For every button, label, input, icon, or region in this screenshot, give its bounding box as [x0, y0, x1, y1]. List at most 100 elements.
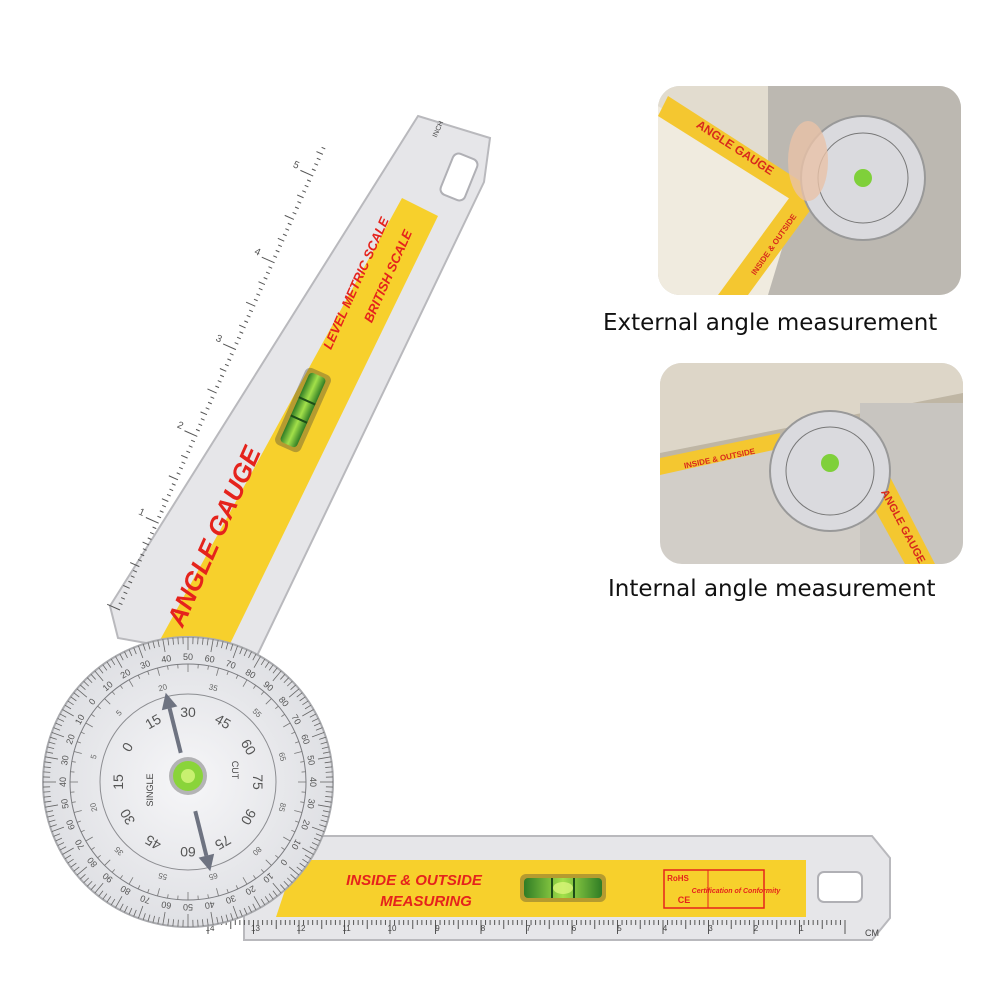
dial-outer-label: 20 — [244, 883, 258, 897]
dial-tick — [206, 638, 209, 646]
dial-tick — [317, 804, 331, 808]
inch-tick — [191, 439, 196, 443]
dial-tick — [294, 741, 300, 744]
dial-tick — [220, 915, 224, 923]
dial-tick — [248, 905, 252, 913]
dial-tick — [167, 918, 170, 926]
dial-tick — [64, 704, 72, 710]
dial-tick — [283, 722, 291, 728]
dial-tick — [260, 691, 265, 695]
dial-outer-label: 10 — [261, 871, 275, 885]
dial-tick — [283, 880, 290, 887]
dial-tick — [46, 810, 54, 813]
inch-tick — [246, 315, 251, 318]
dial-tick — [128, 649, 133, 657]
dial-tick — [294, 820, 300, 823]
dial-tick — [147, 670, 150, 676]
dial-tick — [280, 673, 286, 680]
dial-tick — [283, 836, 291, 842]
dial-outer-label: 60 — [299, 733, 312, 746]
dial-small-label: 65 — [277, 751, 288, 762]
inside-outside-label: INSIDE & OUTSIDE — [346, 872, 483, 889]
inch-tick — [147, 537, 152, 540]
inch-tick — [205, 407, 210, 410]
dial-outer-label: 20 — [299, 818, 312, 831]
dial-tick — [152, 641, 156, 649]
dial-tick — [243, 907, 248, 915]
inch-tick — [166, 494, 171, 497]
dial-tick — [320, 819, 328, 823]
dial-small-label: 65 — [207, 871, 218, 882]
dial-tick — [290, 874, 297, 880]
dial-tick — [55, 722, 63, 727]
dial-tick — [67, 858, 74, 864]
dial-tick — [172, 919, 174, 927]
ce-label: CE — [678, 895, 691, 905]
dial-tick — [119, 653, 124, 661]
dial-tick — [97, 854, 101, 859]
dial-tick — [80, 829, 85, 833]
dial-tick — [57, 842, 65, 846]
inch-tick — [236, 336, 241, 340]
dial-outer-label: 80 — [244, 667, 258, 681]
dial-arrow-down — [198, 853, 215, 872]
dial-tick — [73, 751, 82, 754]
dial-tick — [286, 877, 293, 884]
dial-tick — [138, 905, 144, 919]
inch-tick — [181, 454, 188, 459]
dial-tick — [147, 914, 151, 922]
dial-tick — [260, 658, 266, 666]
inch-tick — [321, 146, 326, 150]
dial-tick — [71, 761, 76, 763]
inch-tick — [238, 324, 246, 329]
dial-tick — [73, 692, 80, 698]
dial-tick — [111, 869, 116, 873]
dial-tick — [302, 709, 314, 717]
dial-small-label: 85 — [277, 802, 288, 813]
dial-small-label: 55 — [157, 871, 168, 882]
dial-tick — [124, 905, 128, 913]
dial-tick — [142, 913, 146, 921]
inch-tick — [207, 388, 217, 394]
dial-tick — [48, 741, 56, 745]
dial-tick — [291, 731, 296, 735]
dial-tick — [309, 846, 317, 851]
dial-outer-label: 40 — [204, 899, 216, 911]
dial-tick — [321, 746, 329, 750]
dial-tick — [104, 859, 111, 866]
dial-tick — [210, 911, 214, 925]
dial-tick — [45, 804, 59, 808]
dial-tick — [43, 766, 51, 768]
dial-tick — [202, 637, 204, 645]
internal-angle-caption: Internal angle measurement — [608, 576, 936, 602]
dial-tick — [311, 718, 319, 722]
dial-tick — [167, 638, 170, 646]
dial-tick — [70, 862, 77, 868]
inch-tick — [258, 281, 266, 286]
dial-tick — [80, 731, 85, 735]
inch-tick — [188, 445, 193, 448]
dial-tick — [162, 911, 166, 925]
horizontal-arm-hang-hole — [817, 871, 863, 903]
dial-tick — [264, 661, 270, 668]
inch-tick — [297, 201, 302, 204]
inch-tick — [186, 450, 191, 454]
dial-tick — [275, 854, 279, 859]
dial-tick — [110, 898, 116, 906]
inch-tick — [263, 277, 268, 280]
dial-outer-label: 30 — [59, 754, 71, 766]
dial-tick — [315, 833, 323, 837]
dial-tick — [147, 642, 151, 650]
inch-tick — [123, 584, 130, 589]
certification-box: RoHS CE Certification of Conformity — [663, 869, 781, 909]
dial-outer-label: 60 — [160, 899, 172, 911]
dial-tick — [248, 651, 252, 659]
inch-tick — [248, 309, 254, 313]
cm-number: 5 — [617, 924, 622, 933]
dial-tick — [85, 722, 93, 728]
dial-outer-label: 60 — [64, 818, 77, 831]
dial-tick — [79, 874, 86, 880]
dial-outer-label: 10 — [289, 838, 303, 852]
inch-tick — [149, 531, 155, 535]
